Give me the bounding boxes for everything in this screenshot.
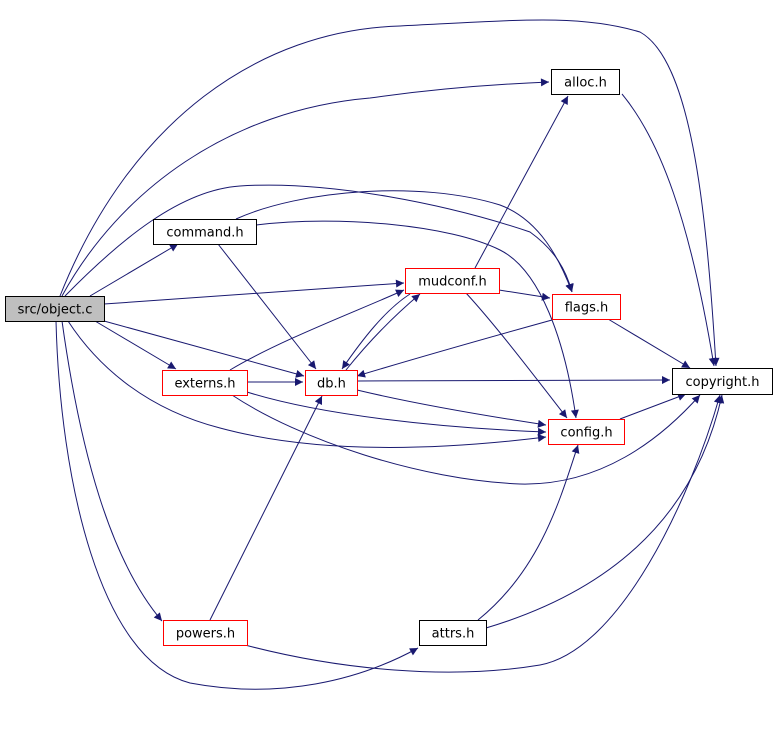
edge-object-c-to-externs-h [94, 320, 177, 370]
node-copyright-h[interactable]: copyright.h [672, 368, 773, 395]
node-box [419, 620, 487, 646]
edge-attrs-h-to-copyright-h [485, 394, 725, 629]
node-command-h[interactable]: command.h [153, 219, 257, 245]
edge-db-h-to-config-h [356, 389, 547, 428]
node-alloc-h[interactable]: alloc.h [551, 69, 620, 95]
node-mudconf-h[interactable]: mudconf.h [405, 268, 500, 294]
edge-object-c-to-attrs-h [55, 320, 419, 690]
node-label: attrs.h [432, 627, 475, 642]
node-box [548, 419, 625, 445]
node-label: mudconf.h [418, 275, 487, 290]
node-box [551, 69, 620, 95]
node-box [552, 294, 621, 320]
node-box [305, 370, 358, 396]
edge-object-c-to-config-h [67, 320, 547, 449]
edge-object-c-to-copyright-h [59, 19, 720, 367]
edge-object-c-to-alloc-h [61, 78, 550, 297]
edge-alloc-h-to-copyright-h [621, 93, 717, 367]
node-config-h[interactable]: config.h [548, 419, 625, 445]
node-label: flags.h [565, 301, 609, 316]
node-layer: src/object.c alloc.h command.h mudconf.h fla… [5, 69, 773, 646]
node-box [5, 296, 105, 322]
edge-command-h-to-config-h [255, 220, 579, 419]
node-box [163, 620, 248, 646]
node-box [672, 368, 773, 395]
edge-object-c-to-command-h [89, 243, 179, 297]
edge-db-h-to-copyright-h [356, 376, 671, 385]
node-flags-h[interactable]: flags.h [552, 294, 621, 320]
node-label: alloc.h [564, 76, 607, 91]
edge-object-c-to-mudconf-h [103, 279, 405, 305]
node-attrs-h[interactable]: attrs.h [419, 620, 487, 646]
node-object-c[interactable]: src/object.c [5, 296, 105, 322]
edge-object-c-to-powers-h [61, 320, 163, 622]
edge-config-h-to-copyright-h [619, 393, 687, 420]
edge-mudconf-h-to-config-h [465, 292, 568, 419]
node-label: externs.h [174, 377, 235, 392]
edge-command-h-to-db-h [217, 243, 317, 370]
edge-db-h-to-mudconf-h [345, 293, 421, 371]
edge-layer [55, 19, 725, 690]
node-powers-h[interactable]: powers.h [163, 620, 248, 646]
node-label: powers.h [176, 627, 235, 642]
node-db-h[interactable]: db.h [305, 370, 358, 396]
edge-mudconf-h-to-flags-h [498, 289, 551, 301]
edge-externs-h-to-mudconf-h [229, 289, 405, 371]
edge-command-h-to-flags-h [235, 190, 573, 293]
edge-externs-h-to-copyright-h [231, 394, 701, 485]
edge-powers-h-to-copyright-h [244, 394, 722, 673]
node-label: db.h [317, 377, 346, 392]
edge-attrs-h-to-config-h [477, 444, 580, 621]
node-box [162, 370, 248, 396]
edge-flags-h-to-db-h [356, 319, 553, 378]
edge-mudconf-h-to-alloc-h [474, 95, 569, 269]
edge-mudconf-h-to-db-h [341, 293, 411, 370]
node-label: copyright.h [686, 375, 760, 390]
edge-object-c-to-db-h [103, 320, 305, 378]
node-label: command.h [166, 226, 243, 241]
edge-powers-h-to-db-h [209, 395, 323, 621]
node-box [153, 219, 257, 245]
edge-object-c-to-flags-h [64, 184, 574, 297]
node-box [405, 268, 500, 294]
node-externs-h[interactable]: externs.h [162, 370, 248, 396]
node-label: src/object.c [18, 303, 93, 318]
edge-externs-h-to-config-h [246, 391, 547, 436]
edge-flags-h-to-copyright-h [607, 318, 691, 369]
node-label: config.h [560, 426, 612, 441]
